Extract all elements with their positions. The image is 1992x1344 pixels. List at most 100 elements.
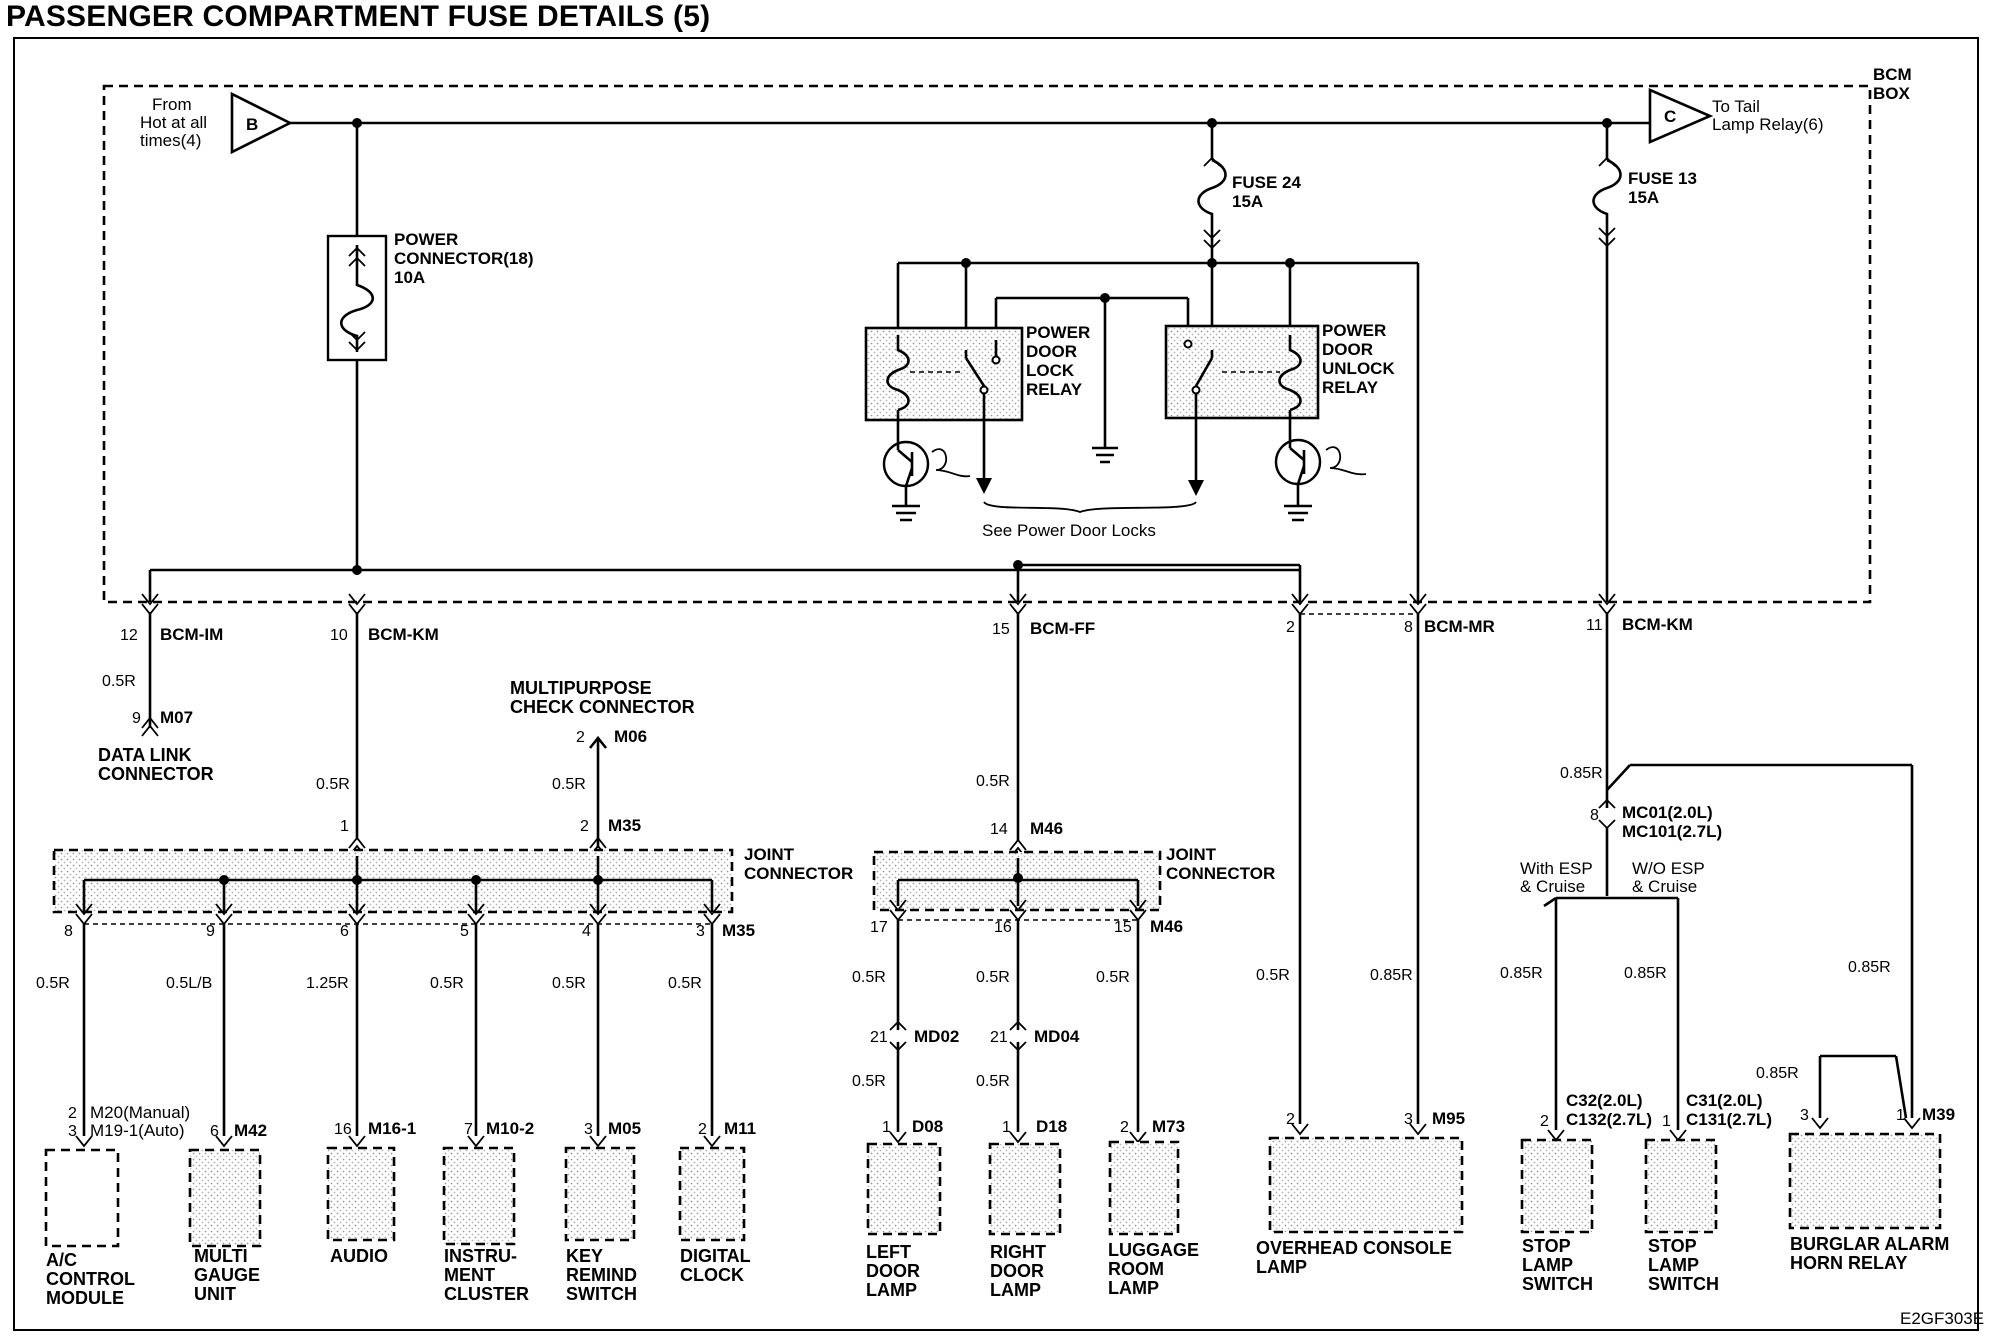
power-door-unlock-relay xyxy=(1164,324,1320,482)
joint2-label-2: CONNECTOR xyxy=(1166,864,1275,883)
lock-relay-label-4: RELAY xyxy=(1026,380,1083,399)
svg-text:C: C xyxy=(1664,107,1676,126)
ldl-pin: 1 xyxy=(882,1119,891,1136)
fuse-24 xyxy=(1197,123,1227,262)
bcm-pin-chevrons xyxy=(141,593,1616,616)
sls-left-conn: C32(2.0L) xyxy=(1566,1091,1643,1110)
lrl-name-2: ROOM xyxy=(1108,1259,1164,1279)
sls-left-wire: 0.85R xyxy=(1500,965,1543,982)
luggage-room-lamp-box xyxy=(1108,1140,1180,1236)
fuse-13 xyxy=(1592,123,1622,602)
audio-name: AUDIO xyxy=(330,1246,388,1266)
ac-name-2: CONTROL xyxy=(46,1269,135,1289)
horn-name-2: HORN RELAY xyxy=(1790,1253,1907,1273)
sls-right-name-3: SWITCH xyxy=(1648,1274,1719,1294)
cluster-name-2: MENT xyxy=(444,1265,495,1285)
joint2-in-wire: 0.5R xyxy=(976,773,1010,790)
overhead-pin-a: 2 xyxy=(1286,1111,1295,1128)
clock-name-2: CLOCK xyxy=(680,1265,744,1285)
rdl-wire-2: 0.5R xyxy=(976,1073,1010,1090)
joint2-out-pin-2: 16 xyxy=(994,919,1012,936)
key-pin: 3 xyxy=(584,1121,593,1138)
mgu-name-2: GAUGE xyxy=(194,1265,260,1285)
stop-conn: MC01(2.0L) xyxy=(1622,803,1713,822)
with-esp-label-2: & Cruise xyxy=(1520,877,1585,896)
bcm-conn-mr: BCM-MR xyxy=(1424,617,1495,636)
bcm-pin-8: 8 xyxy=(1404,619,1413,636)
sls-right-name-2: LAMP xyxy=(1648,1255,1699,1275)
connector-b: B xyxy=(230,91,293,155)
rdl-wire: 0.5R xyxy=(976,969,1010,986)
cluster-name-3: CLUSTER xyxy=(444,1284,529,1304)
horn-pin-b: 1 xyxy=(1896,1107,1905,1124)
mpcc-name: MULTIPURPOSE xyxy=(510,678,652,698)
power-connector-label: POWER xyxy=(394,230,458,249)
stop-pin: 8 xyxy=(1590,807,1599,824)
fuse-24-rating: 15A xyxy=(1232,192,1263,211)
overhead-conn: M95 xyxy=(1432,1109,1465,1128)
lrl-pin: 2 xyxy=(1120,1119,1129,1136)
ldl-mid-conn: MD02 xyxy=(914,1027,959,1046)
lrl-name: LUGGAGE xyxy=(1108,1240,1199,1260)
svg-text:B: B xyxy=(246,115,258,134)
bcm-conn-ff: BCM-FF xyxy=(1030,619,1095,638)
joint1-component-chevrons xyxy=(75,1135,721,1148)
lrl-conn: M73 xyxy=(1152,1117,1185,1136)
wo-esp-label: W/O ESP xyxy=(1632,859,1705,878)
bcm-box-outline xyxy=(102,84,1872,604)
multi-gauge-unit-box xyxy=(188,1148,262,1248)
joint1-label: JOINT xyxy=(744,845,795,864)
unlock-ground-arrow xyxy=(1188,480,1204,496)
page-border xyxy=(13,37,1979,1331)
ldl-conn: D08 xyxy=(912,1117,943,1136)
ac-control-module-box xyxy=(44,1148,120,1248)
overhead-wire-b: 0.85R xyxy=(1370,967,1413,984)
ldl-mid-pin: 21 xyxy=(870,1029,888,1046)
mgu-name-3: UNIT xyxy=(194,1284,236,1304)
unlock-relay-label-2: DOOR xyxy=(1322,340,1373,359)
cluster-name: INSTRU- xyxy=(444,1246,517,1266)
with-esp-label: With ESP xyxy=(1520,859,1593,878)
horn-name: BURGLAR ALARM xyxy=(1790,1234,1949,1254)
dlc-name-2: CONNECTOR xyxy=(98,764,214,784)
key-conn: M05 xyxy=(608,1119,641,1138)
from-hot-label-3: times(4) xyxy=(140,131,201,150)
sls-left-name: STOP xyxy=(1522,1236,1571,1256)
unlock-relay-label-4: RELAY xyxy=(1322,378,1379,397)
clock-wire: 0.5R xyxy=(668,975,702,992)
wo-esp-label-2: & Cruise xyxy=(1632,877,1697,896)
joint2-branch-wires xyxy=(896,920,1140,1132)
joint2-inline-connectors xyxy=(889,1020,1147,1144)
key-name-3: SWITCH xyxy=(566,1284,637,1304)
audio-pin: 16 xyxy=(334,1121,352,1138)
cluster-wire: 0.5R xyxy=(430,975,464,992)
audio-conn: M16-1 xyxy=(368,1119,416,1138)
overhead-name-2: LAMP xyxy=(1256,1257,1307,1277)
stop-wire: 0.85R xyxy=(1560,765,1603,782)
horn-conn: M39 xyxy=(1922,1105,1955,1124)
mgu-wire: 0.5L/B xyxy=(166,975,212,992)
ldl-wire: 0.5R xyxy=(852,969,886,986)
from-hot-label: From xyxy=(152,95,192,114)
power-door-lock-relay xyxy=(864,326,1024,482)
joint1-out-pin-2: 9 xyxy=(206,923,215,940)
lrl-wire: 0.5R xyxy=(1096,969,1130,986)
page-title: PASSENGER COMPARTMENT FUSE DETAILS (5) xyxy=(6,0,711,33)
joint2-out-pin-1: 17 xyxy=(870,919,888,936)
digital-clock-box xyxy=(678,1146,746,1242)
fuse-24-label: FUSE 24 xyxy=(1232,173,1302,192)
right-door-lamp-box xyxy=(988,1142,1062,1236)
sls-right-name: STOP xyxy=(1648,1236,1697,1256)
cluster-pin: 7 xyxy=(464,1121,473,1138)
lock-relay-transistor xyxy=(882,440,971,522)
connector-c: C xyxy=(1648,88,1714,144)
horn-wire-b: 0.85R xyxy=(1848,959,1891,976)
fuse-13-rating: 15A xyxy=(1628,188,1659,207)
joint1-label-2: CONNECTOR xyxy=(744,864,853,883)
mpcc-wire: 0.5R xyxy=(552,776,586,793)
fuse-13-label: FUSE 13 xyxy=(1628,169,1697,188)
lrl-name-3: LAMP xyxy=(1108,1278,1159,1298)
sls-right-pin: 1 xyxy=(1662,1113,1671,1130)
cluster-conn: M10-2 xyxy=(486,1119,534,1138)
